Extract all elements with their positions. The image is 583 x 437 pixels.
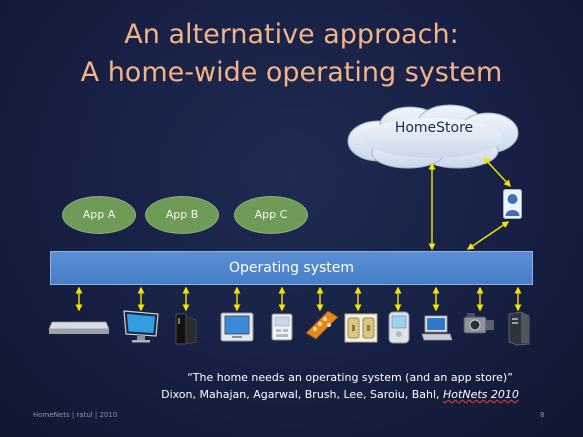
homestore-cloud: HomeStore xyxy=(338,103,530,171)
operating-system-bar: Operating system xyxy=(50,251,533,285)
app-a: App A xyxy=(62,196,136,234)
slide-title-line1: An alternative approach: xyxy=(124,19,459,50)
citation-authors: Dixon, Mahajan, Agarwal, Brush, Lee, Sar… xyxy=(161,388,440,401)
router-icon xyxy=(48,321,110,334)
slide-title-line2: A home-wide operating system xyxy=(80,57,503,88)
user-icon xyxy=(503,189,522,219)
camera-icon xyxy=(463,313,494,334)
app-c: App C xyxy=(234,196,308,234)
cloud-user-arrow xyxy=(483,156,511,188)
footer-text: HomeNets | ratul | 2010 xyxy=(33,411,118,419)
user-os-arrow xyxy=(466,221,510,250)
thermostat-icon xyxy=(271,313,293,341)
homestore-label: HomeStore xyxy=(394,120,474,136)
monitor-icon xyxy=(123,310,159,343)
remote-control-icon xyxy=(305,310,339,340)
quote-text: “The home needs an operating system (and… xyxy=(187,371,513,384)
page-number: 8 xyxy=(540,411,545,419)
citation-venue: HotNets 2010 xyxy=(443,388,519,401)
display-icon xyxy=(220,312,254,342)
laptop-icon xyxy=(421,315,453,341)
app-b: App B xyxy=(145,196,219,234)
phone-icon xyxy=(388,311,410,344)
game-console-icon xyxy=(175,313,197,345)
light-switch-icon xyxy=(344,313,378,343)
citation: Dixon, Mahajan, Agarwal, Brush, Lee, Sar… xyxy=(130,387,550,403)
pc-tower-icon xyxy=(508,311,530,346)
cloud-icon xyxy=(347,104,519,169)
